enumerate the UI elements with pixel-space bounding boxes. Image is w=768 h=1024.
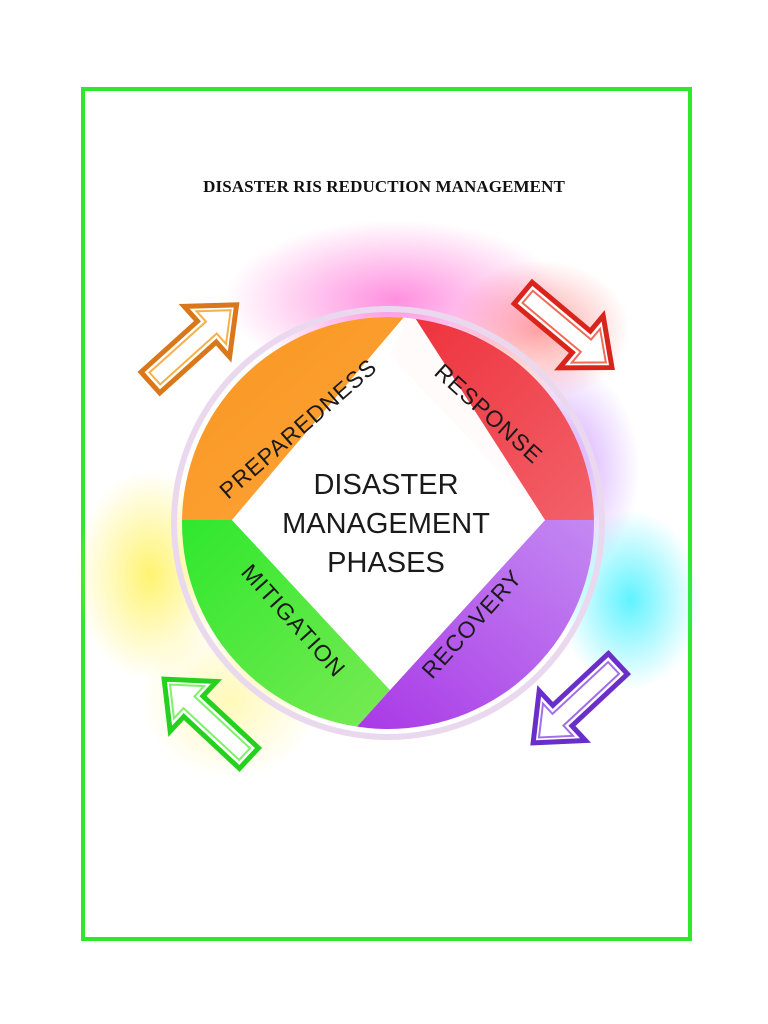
center-title-line-1: DISASTER: [313, 469, 458, 501]
arrow-down-left-icon: [530, 650, 632, 746]
arrow-up-right-icon: [137, 302, 240, 397]
center-title-line-3: PHASES: [327, 547, 445, 579]
arrow-down-right-icon: [510, 278, 615, 371]
center-diamond: [232, 317, 545, 690]
document-title: DISASTER RIS REDUCTION MANAGEMENT: [203, 177, 565, 196]
outer-ring: [171, 306, 605, 740]
arrow-up-left-icon: [161, 676, 263, 772]
center-title-line-2: MANAGEMENT: [282, 508, 490, 540]
green-border-frame: [81, 87, 692, 941]
